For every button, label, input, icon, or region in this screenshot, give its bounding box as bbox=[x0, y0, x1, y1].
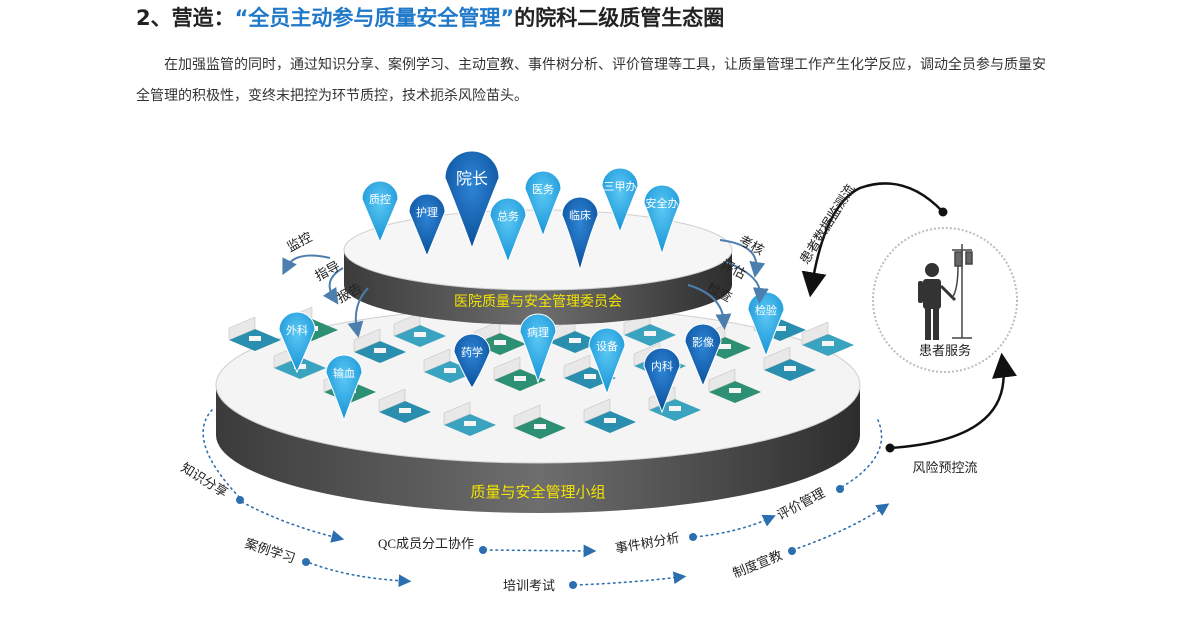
risk-flow-label: 风险预控流 bbox=[912, 460, 977, 475]
iv-stand-icon bbox=[951, 244, 973, 339]
pin-bottomPins-6: 影像 bbox=[684, 323, 722, 388]
tool-policy-edu: 制度宣教 bbox=[731, 547, 785, 580]
pin-topPins-7: 安全办 bbox=[643, 184, 681, 256]
ward-room bbox=[763, 346, 816, 381]
ward-rooms bbox=[228, 306, 854, 439]
orbit-right-low bbox=[792, 503, 890, 551]
pin-label: 总务 bbox=[497, 209, 519, 223]
label-guide: 指导 bbox=[312, 258, 342, 283]
tool-orbits bbox=[202, 409, 890, 588]
pin-bottomPins-3: 病理 bbox=[519, 313, 557, 384]
ward-room bbox=[443, 401, 496, 436]
assess-arrow bbox=[719, 239, 766, 278]
pin-label: 临床 bbox=[569, 208, 591, 222]
top-disc: 医院质量与安全管理委员会 bbox=[343, 209, 733, 325]
ward-room bbox=[801, 321, 854, 356]
heading-prefix: 2、营造： bbox=[136, 6, 235, 30]
pin-label: 院长 bbox=[456, 170, 488, 188]
orbit-left-low bbox=[309, 562, 412, 588]
orbit-center-low bbox=[574, 571, 687, 586]
ward-room bbox=[353, 328, 406, 363]
orbit-center-mid bbox=[484, 544, 597, 558]
intro-paragraph: 在加强监管的同时，通过知识分享、案例学习、主动宣教、事件树分析、评价管理等工具，… bbox=[136, 57, 1046, 104]
data-monitor-flow-arrow bbox=[801, 182, 944, 298]
orbit-left-top bbox=[202, 409, 241, 499]
ward-room bbox=[228, 316, 281, 351]
pin-label: 外科 bbox=[286, 323, 308, 337]
pin-bottomPins-1: 输血 bbox=[325, 354, 363, 422]
pin-label: 设备 bbox=[596, 339, 618, 353]
pin-label: 护理 bbox=[416, 205, 438, 219]
pin-topPins-2: 院长 bbox=[444, 150, 500, 250]
ward-room bbox=[393, 312, 446, 347]
orbit-right-top bbox=[841, 417, 883, 488]
pin-label: 影像 bbox=[692, 336, 714, 349]
bottom-disc-label: 质量与安全管理小组 bbox=[470, 483, 605, 501]
patient-label: 患者服务 bbox=[919, 343, 971, 358]
right-arrows bbox=[687, 239, 769, 330]
heading-highlight: “全员主动参与质量安全管理” bbox=[234, 6, 515, 30]
pin-label: 内科 bbox=[651, 359, 673, 373]
tool-training-exam: 培训考试 bbox=[503, 578, 555, 593]
tool-qc-collab: QC成员分工协作 bbox=[378, 536, 474, 551]
pin-bottomPins-0: 外科 bbox=[278, 311, 316, 374]
report-arrow bbox=[347, 287, 369, 338]
tool-evaluation: 评价管理 bbox=[774, 485, 827, 523]
pin-bottomPins-4: 设备 bbox=[588, 327, 626, 396]
section-heading: 2、营造：“全员主动参与质量安全管理”的院科二级质管生态圈 bbox=[136, 2, 724, 32]
patient-figure-icon bbox=[918, 263, 957, 340]
ward-room bbox=[548, 318, 601, 353]
risk-flow-arrow bbox=[889, 352, 1017, 450]
patient-circle bbox=[872, 227, 1018, 373]
pin-topPins-4: 医务 bbox=[524, 170, 562, 238]
left-arrows bbox=[282, 254, 369, 338]
pin-topPins-5: 临床 bbox=[561, 196, 599, 272]
ward-room bbox=[493, 356, 546, 391]
label-monitor: 监控 bbox=[284, 229, 314, 254]
orbit-left-mid bbox=[241, 501, 345, 543]
pin-topPins-6: 三甲办 bbox=[601, 167, 639, 234]
ward-room bbox=[583, 398, 636, 433]
pin-label: 检验 bbox=[755, 303, 777, 317]
ward-room bbox=[378, 388, 431, 423]
pin-label: 病理 bbox=[527, 325, 549, 339]
top-disc-label: 医院质量与安全管理委员会 bbox=[454, 293, 622, 310]
evaluate-arrow bbox=[725, 261, 769, 304]
pin-label: 医务 bbox=[532, 183, 554, 196]
pin-label: 输血 bbox=[333, 366, 355, 380]
tool-event-tree: 事件树分析 bbox=[614, 530, 681, 556]
pin-bottomPins-2: 药学 bbox=[453, 333, 491, 389]
monitor-arrow bbox=[282, 254, 331, 276]
flow-start-dot bbox=[938, 207, 948, 217]
pin-topPins-3: 总务 bbox=[489, 197, 527, 264]
risk-flow-dot bbox=[885, 443, 895, 453]
pin-label: 三甲办 bbox=[604, 180, 637, 193]
tool-dots bbox=[236, 485, 844, 589]
pin-label: 安全办 bbox=[646, 196, 679, 210]
data-flow-label: 患者数据监测流 bbox=[797, 181, 858, 266]
pin-label: 质控 bbox=[369, 192, 391, 206]
tool-knowledge-share: 知识分享 bbox=[178, 460, 230, 500]
pin-topPins-0: 质控 bbox=[361, 180, 399, 244]
pin-bottomPins-5: 内科 bbox=[643, 347, 681, 414]
pin-topPins-1: 护理 bbox=[408, 193, 446, 258]
pin-bottomPins-7: 检验 bbox=[747, 291, 785, 358]
ward-room bbox=[708, 368, 761, 403]
inspect-arrow bbox=[687, 284, 732, 330]
pin-label: 药学 bbox=[461, 345, 483, 359]
tool-case-study: 案例学习 bbox=[243, 536, 297, 566]
patient-service: 患者服务 bbox=[872, 227, 1018, 373]
guide-arrow bbox=[322, 267, 344, 305]
ward-room bbox=[513, 404, 566, 439]
orbit-right-mid bbox=[694, 514, 776, 538]
heading-suffix: 的院科二级质管生态圈 bbox=[514, 6, 725, 30]
